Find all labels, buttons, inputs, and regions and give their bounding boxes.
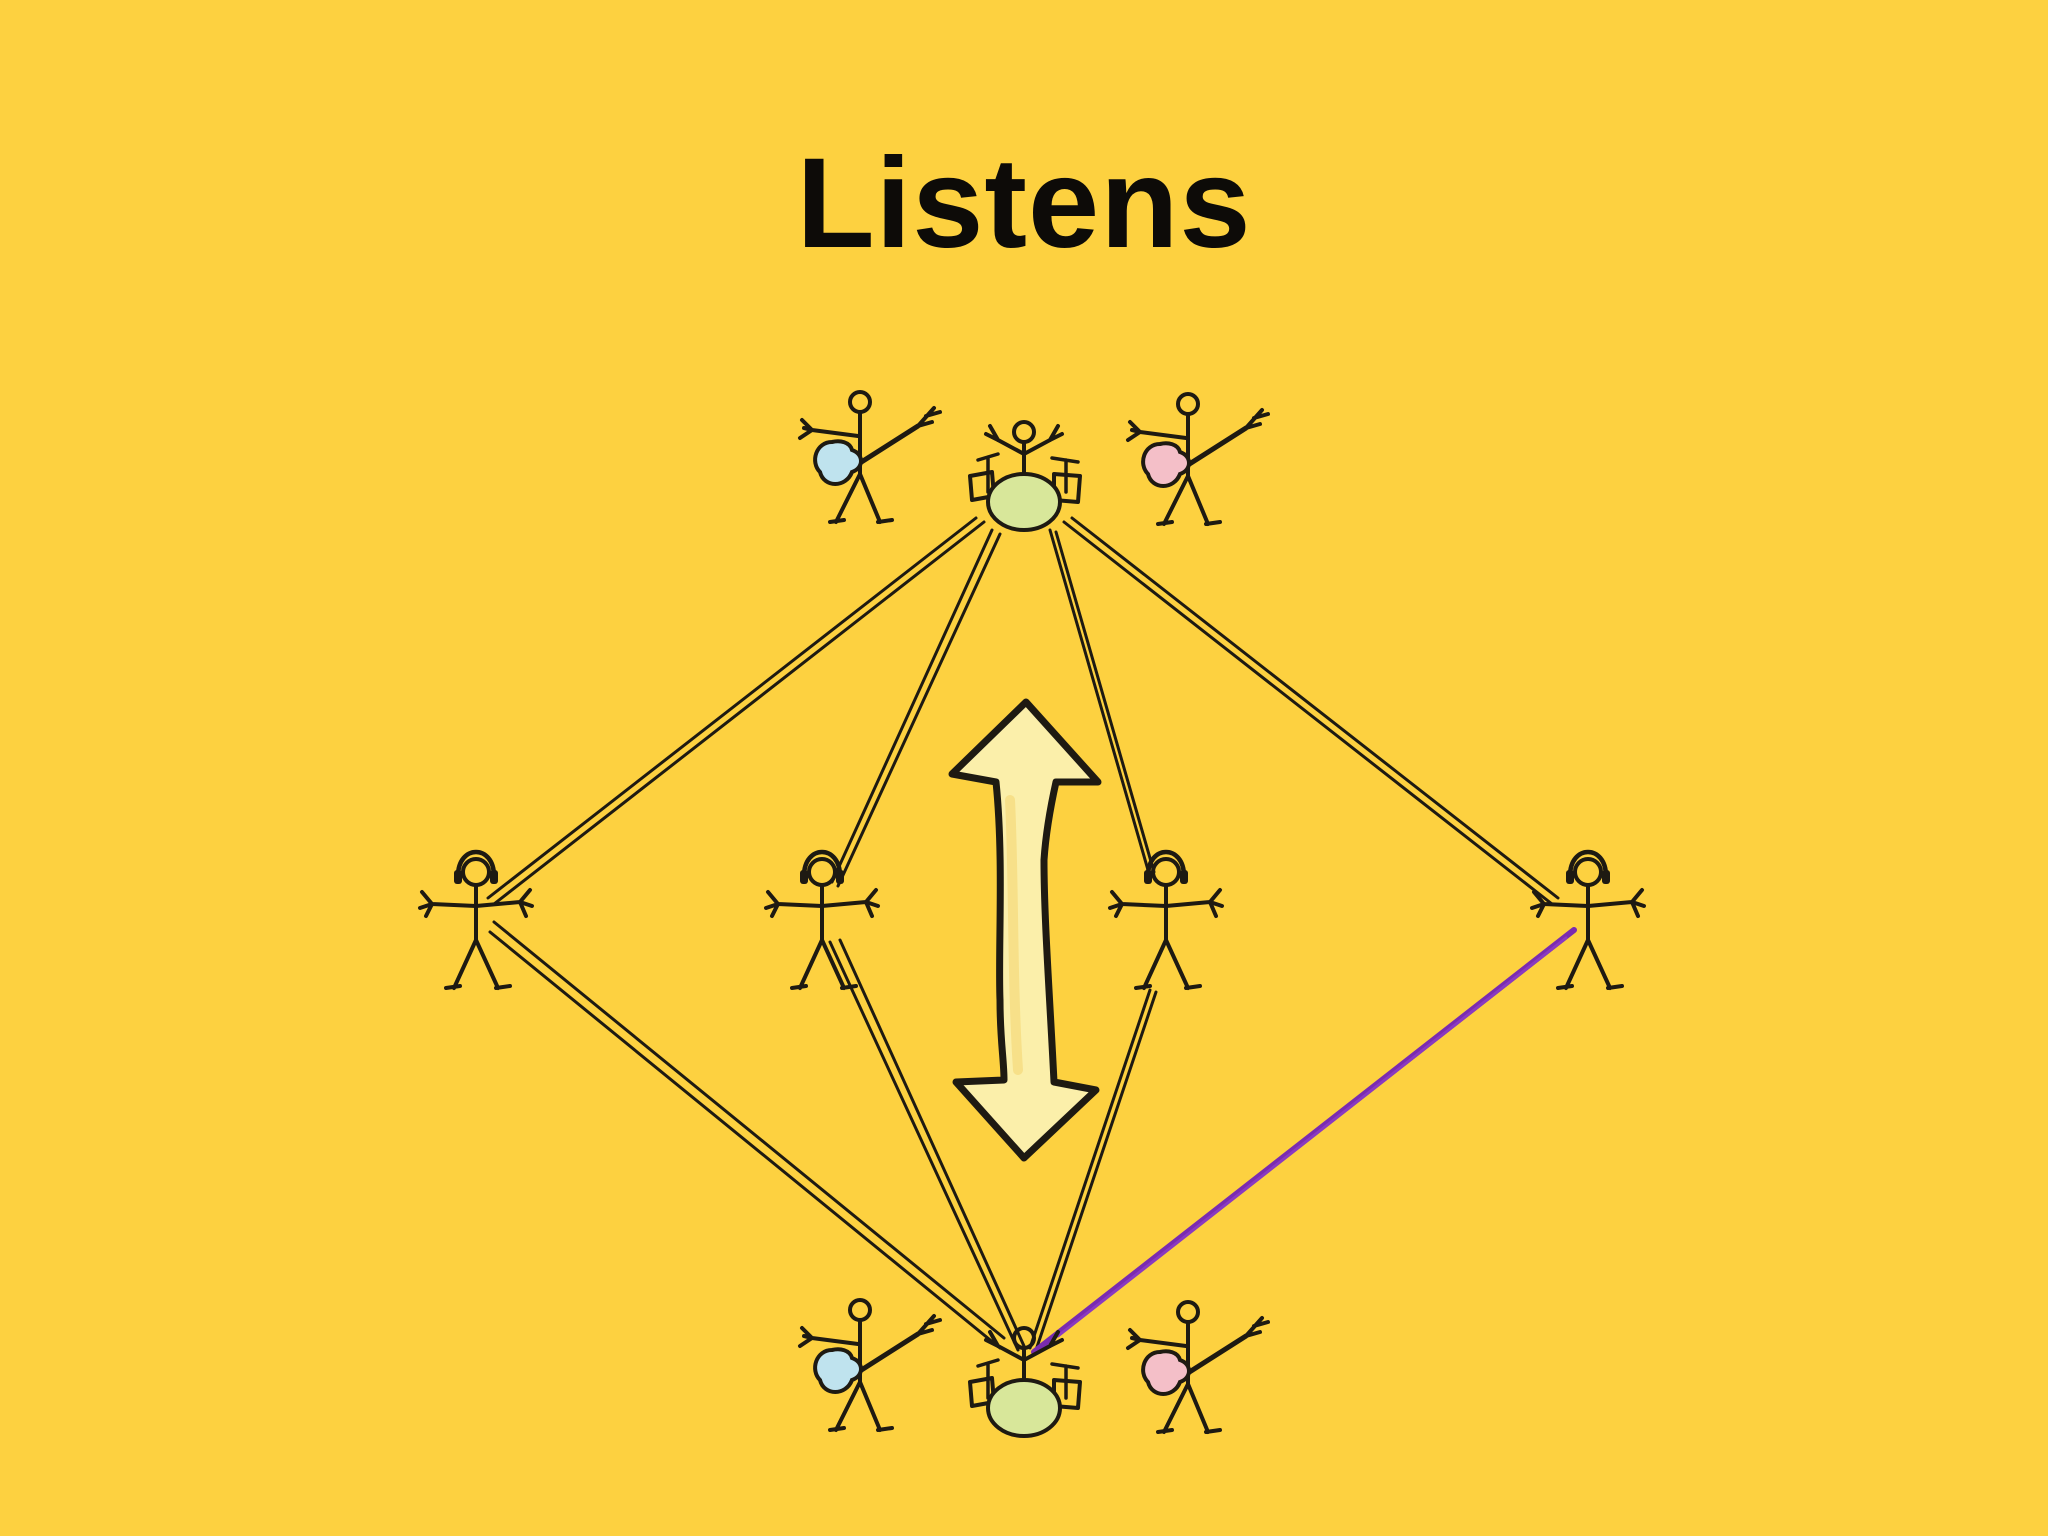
guitar-body-pink — [1141, 1349, 1191, 1396]
listener-figure — [766, 852, 878, 988]
slide-title: Listens — [796, 132, 1252, 275]
drummer-top — [968, 420, 1082, 532]
guitarist-pink — [1128, 394, 1268, 524]
guitar-body-blue — [813, 439, 863, 486]
connection-line — [828, 938, 1026, 1352]
drummer-bottom — [968, 1326, 1082, 1438]
connection-line — [830, 528, 1002, 888]
listener-figure — [420, 852, 532, 988]
connection-line — [1062, 516, 1560, 906]
bottom-band — [800, 1300, 1268, 1438]
guitarist-blue — [800, 392, 940, 522]
connection-lines — [486, 516, 1577, 1355]
listener-figure — [1532, 852, 1644, 988]
guitar-body-blue — [813, 1347, 863, 1394]
guitarist-blue — [800, 1300, 940, 1430]
double-headed-arrow-icon — [948, 698, 1102, 1162]
connection-line — [488, 920, 1006, 1350]
guitar-body-pink — [1141, 441, 1191, 488]
listener-figure — [1110, 852, 1222, 988]
top-band — [800, 392, 1268, 532]
connection-line — [1048, 528, 1156, 874]
highlight-connection-line — [1031, 927, 1577, 1355]
bass-drum — [986, 472, 1062, 532]
connection-line — [1028, 988, 1158, 1352]
guitarist-pink — [1128, 1302, 1268, 1432]
bass-drum — [986, 1378, 1062, 1438]
connection-line — [486, 516, 986, 906]
